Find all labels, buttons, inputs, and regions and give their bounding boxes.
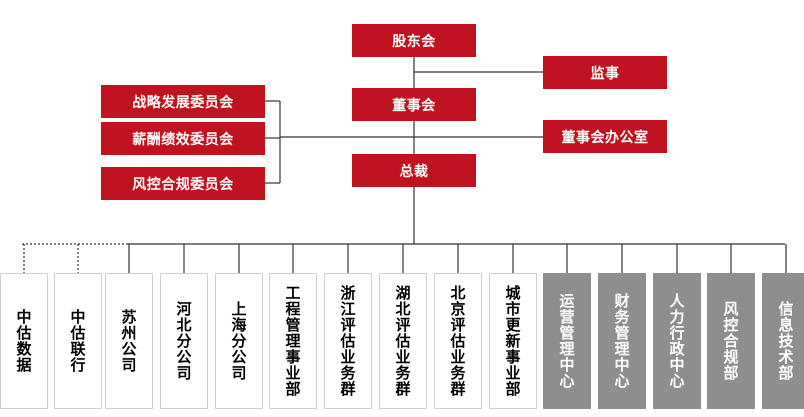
- department-label: 北京评估业务群: [448, 285, 467, 397]
- department-suzhou-company: 苏州公司: [105, 273, 153, 409]
- department-risk-compliance: 风控合规部: [707, 273, 755, 409]
- department-finance-center: 财务管理中心: [598, 273, 646, 409]
- department-label: 城市更新事业部: [503, 285, 522, 397]
- department-label: 湖北评估业务群: [393, 285, 412, 397]
- board-office-label: 董事会办公室: [561, 129, 649, 146]
- department-label: 信息技术部: [776, 301, 795, 381]
- department-label: 运营管理中心: [557, 293, 576, 389]
- department-operations-center: 运营管理中心: [543, 273, 591, 409]
- committee-risk-label: 风控合规委员会: [132, 176, 234, 193]
- department-label: 浙江评估业务群: [338, 285, 357, 397]
- department-zhonggu-data: 中估数据: [0, 273, 48, 409]
- department-hubei-group: 湖北评估业务群: [379, 273, 427, 409]
- department-drops: [23, 244, 787, 273]
- committee-compensation-box: 薪酬绩效委员会: [101, 122, 265, 155]
- department-zhonggu-lianhang: 中估联行: [54, 273, 102, 409]
- department-label: 上海分公司: [229, 301, 248, 381]
- committee-compensation-label: 薪酬绩效委员会: [132, 131, 234, 148]
- department-label: 工程管理事业部: [283, 285, 302, 397]
- department-urban-renewal-division: 城市更新事业部: [489, 273, 537, 409]
- president-box: 总裁: [352, 154, 476, 187]
- board-label: 董事会: [392, 97, 436, 114]
- department-beijing-group: 北京评估业务群: [434, 273, 482, 409]
- shareholders-label: 股东会: [392, 33, 436, 50]
- department-label: 人力行政中心: [667, 293, 686, 389]
- department-label: 中估数据: [14, 309, 33, 373]
- president-label: 总裁: [399, 163, 429, 180]
- department-it: 信息技术部: [762, 273, 804, 409]
- department-hebei-branch: 河北分公司: [160, 273, 208, 409]
- committee-strategy-label: 战略发展委员会: [132, 94, 234, 111]
- department-label: 风控合规部: [721, 301, 740, 381]
- department-label: 苏州公司: [119, 309, 138, 373]
- board-office-box: 董事会办公室: [543, 120, 667, 153]
- department-label: 财务管理中心: [612, 293, 631, 389]
- supervisor-box: 监事: [543, 56, 667, 89]
- committee-risk-box: 风控合规委员会: [101, 167, 265, 200]
- shareholders-box: 股东会: [352, 24, 476, 57]
- department-shanghai-branch: 上海分公司: [215, 273, 263, 409]
- department-zhejiang-group: 浙江评估业务群: [324, 273, 372, 409]
- department-engineering-division: 工程管理事业部: [269, 273, 317, 409]
- department-label: 中估联行: [68, 309, 87, 373]
- department-hr-admin-center: 人力行政中心: [653, 273, 701, 409]
- board-box: 董事会: [352, 88, 476, 121]
- committee-strategy-box: 战略发展委员会: [101, 85, 265, 118]
- supervisor-label: 监事: [590, 65, 620, 82]
- department-label: 河北分公司: [174, 301, 193, 381]
